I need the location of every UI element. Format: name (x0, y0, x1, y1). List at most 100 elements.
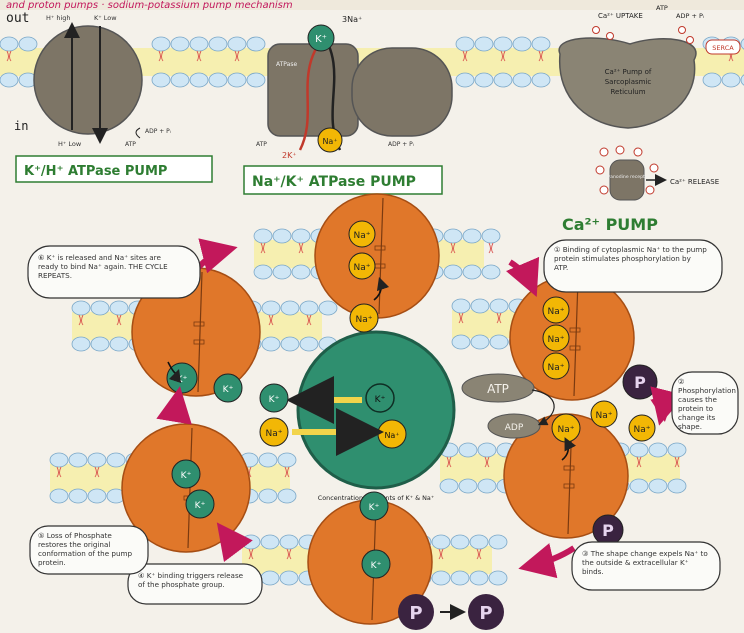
phosphate-free-label: P (479, 603, 492, 624)
cycle-membrane-2-head (91, 337, 109, 351)
step-2-text-line: shape. (678, 422, 702, 431)
top-membrane-bilayer-head (228, 37, 246, 51)
right-na-3-label: Na⁺ (548, 363, 565, 373)
right-na-1-label: Na⁺ (548, 307, 565, 317)
top-membrane-bilayer-head (456, 73, 474, 87)
top-membrane-bilayer-head (152, 37, 170, 51)
step-2-text-line: Phosphorylation (678, 386, 736, 395)
cycle-membrane-5-head (630, 479, 648, 493)
cycle-membrane-2-head (319, 301, 337, 315)
ca-dot-4 (596, 166, 604, 174)
cycle-membrane-6-head (432, 571, 450, 585)
nak-na-ion-label: Na⁺ (322, 137, 337, 146)
top-membrane-bilayer-head (513, 37, 531, 51)
cycle-membrane-1-tail (489, 243, 493, 253)
cycle-membrane-4-head (50, 489, 68, 503)
phosphate-release: P P (398, 594, 504, 630)
cycle-membrane-5-head (668, 443, 686, 457)
cycle-membrane-1-head (292, 229, 310, 243)
top-membrane-bilayer-head (171, 37, 189, 51)
cycle-membrane-2-head (262, 337, 280, 351)
cycle-membrane-6-head (280, 535, 298, 549)
step-4-text-line: ④ K⁺ binding triggers release (138, 571, 244, 580)
nak-k-ion-label: K⁺ (315, 34, 327, 45)
cycle-membrane-1-head (444, 229, 462, 243)
cycle-membrane-5-head (459, 443, 477, 457)
top-membrane-bilayer-head (475, 37, 493, 51)
cycle-membrane-6-head (261, 571, 279, 585)
top-membrane-bilayer-head (0, 73, 18, 87)
nak-pump: K⁺ Na⁺ 3Na⁺ 2K⁺ ATPase ATP ADP + Pᵢ Na⁺/… (244, 15, 452, 206)
cycle-membrane-1-head (482, 265, 500, 279)
lower-right-phosphate-label: P (602, 521, 614, 540)
cycle-membrane-2-head (72, 301, 90, 315)
ca-dot-7 (646, 186, 654, 194)
step-5-text-line: conformation of the pump (38, 549, 133, 558)
top-membrane-bilayer-head (722, 73, 740, 87)
cycle-membrane-2-head (72, 337, 90, 351)
released-na-2-label: Na⁺ (634, 425, 651, 435)
cycle-membrane-2-head (281, 337, 299, 351)
top-membrane-bilayer-head (494, 73, 512, 87)
step-5-text-line: restores the original (38, 540, 110, 549)
kh-h-low: H⁺ Low (58, 140, 82, 148)
ca-top-dot-2 (607, 33, 614, 40)
step-6-text-line: REPEATS. (38, 271, 72, 280)
top-membrane-bilayer-head (532, 37, 550, 51)
nak-atpase: ATPase (276, 61, 297, 68)
ca-top-dot-1 (593, 27, 600, 34)
pump-state-top (315, 194, 439, 318)
cycle-membrane-4-head (278, 453, 296, 467)
cycle-membrane-1-head (273, 265, 291, 279)
gradient-na-label: Na⁺ (384, 431, 399, 440)
cycle-membrane-1-head (463, 265, 481, 279)
gradient-panel: K⁺ Na⁺ Concentration gradients of K⁺ & N… (292, 332, 454, 502)
step-1-text-line: ATP. (554, 263, 568, 272)
cycle-membrane-6-head (451, 571, 469, 585)
left-k-1-label: K⁺ (177, 375, 188, 385)
right-na-2-label: Na⁺ (548, 335, 565, 345)
cycle-membrane-5-head (649, 479, 667, 493)
cycle-membrane-6-head (470, 535, 488, 549)
ca-dot-2 (616, 146, 624, 154)
released-na-3-label: Na⁺ (558, 425, 575, 435)
ca-top-dot-3 (679, 27, 686, 34)
cycle-membrane-6-head (280, 571, 298, 585)
cycle-membrane-4-head (107, 453, 125, 467)
ca-adp-pi: ADP + Pᵢ (676, 12, 704, 20)
kh-k-low: K⁺ Low (94, 14, 117, 22)
cycle-membrane-5-head (668, 479, 686, 493)
step-2-text-line: causes the (678, 395, 717, 404)
nak-pump-right-subunit (352, 48, 452, 136)
cycle-membrane-2-head (91, 301, 109, 315)
kh-adp-pi: ADP + Pᵢ (145, 128, 171, 135)
nak-3na: 3Na⁺ (342, 15, 362, 24)
cycle-membrane-3-head (490, 299, 508, 313)
top-membrane-bilayer-head (247, 73, 265, 87)
cycle-membrane-2-head (300, 301, 318, 315)
step-3-text-line: the outside & extracellular K⁺ (582, 558, 689, 567)
step-6-text-line: ready to bind Na⁺ again. THE CYCLE (38, 262, 168, 271)
step-1-note: ① Binding of cytoplasmic Na⁺ to the pump… (544, 240, 722, 292)
cycle-membrane-3-head (452, 335, 470, 349)
step-2-text-line: change its (678, 413, 716, 422)
ca-top-dot-4 (687, 37, 694, 44)
ca-serca-label: SERCA (712, 44, 734, 52)
cycle-membrane-5-head (649, 443, 667, 457)
cycle-membrane-1-head (482, 229, 500, 243)
cycle-membrane-4-head (50, 453, 68, 467)
nak-2k: 2K⁺ (282, 151, 297, 160)
ca-release: Ca²⁺ RELEASE (670, 178, 719, 186)
released-na-1-label: Na⁺ (596, 411, 613, 421)
top-membrane-bilayer-head (456, 37, 474, 51)
top-membrane-bilayer-head (171, 73, 189, 87)
ca-dot-5 (650, 164, 658, 172)
cycle-membrane-4-head (69, 489, 87, 503)
cycle-membrane-6-head (261, 535, 279, 549)
nak-pump-label: Na⁺/K⁺ ATPase PUMP (252, 174, 416, 190)
ca-dot-1 (600, 148, 608, 156)
ca-pump-text-2: Sarcoplasmic (605, 78, 652, 86)
adp-label: ADP (505, 423, 524, 433)
cycle-membrane-1-head (444, 265, 462, 279)
